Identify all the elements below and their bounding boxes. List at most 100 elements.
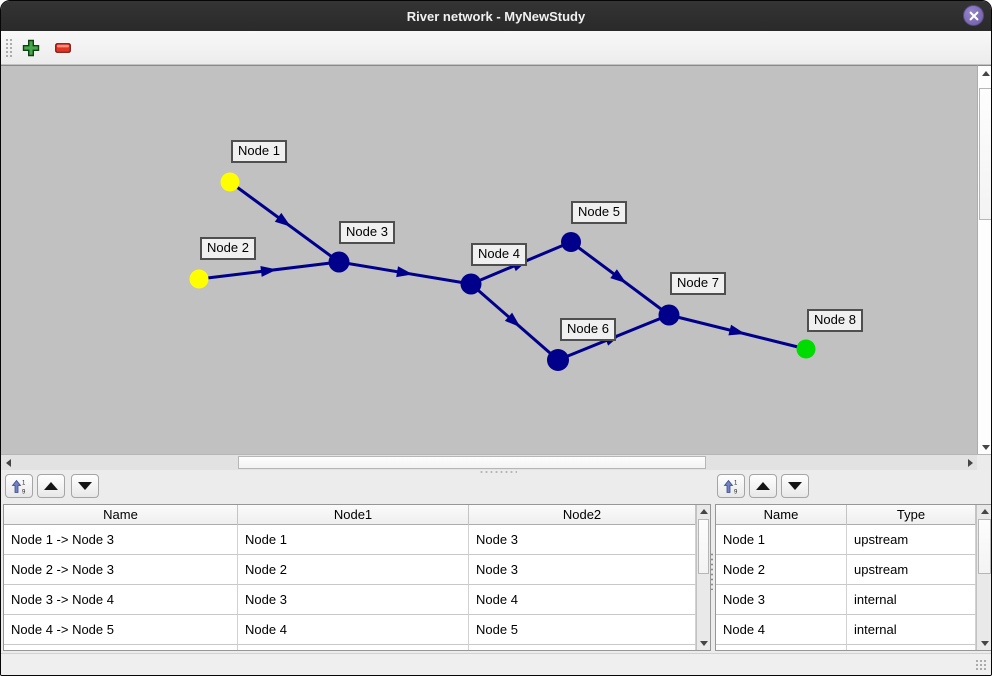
flow-arrow-icon (610, 269, 627, 284)
minus-icon (55, 43, 71, 53)
node-node-1[interactable] (220, 172, 240, 192)
toolbar-drag-handle[interactable] (5, 38, 14, 59)
table-cell: Node 1 (238, 525, 469, 555)
svg-text:9: 9 (734, 489, 738, 494)
flow-arrow-icon (274, 212, 291, 227)
scrollbar-thumb[interactable] (978, 519, 991, 574)
canvas-horizontal-scrollbar[interactable] (1, 454, 977, 470)
status-bar (1, 653, 991, 675)
table-cell: internal (846, 585, 976, 615)
table-cell (847, 645, 976, 650)
column-header-node1[interactable]: Node1 (238, 505, 469, 525)
scroll-down-arrow-icon[interactable] (978, 440, 991, 454)
node-node-5[interactable] (561, 232, 581, 252)
scroll-up-arrow-icon[interactable] (977, 505, 991, 518)
table-cell: internal (846, 615, 976, 645)
table-cell: Node 3 -> Node 4 (4, 585, 238, 615)
node-label-node-5[interactable]: Node 5 (571, 201, 627, 224)
table-cell: Node 3 (469, 525, 696, 555)
links-sort-button[interactable]: 1 9 (5, 474, 33, 498)
canvas-vertical-scrollbar[interactable] (977, 65, 991, 454)
flow-arrow-icon (396, 266, 413, 278)
scroll-up-arrow-icon[interactable] (697, 505, 710, 518)
scroll-down-arrow-icon[interactable] (697, 637, 710, 650)
column-header-name[interactable]: Name (716, 505, 847, 525)
node-label-node-2[interactable]: Node 2 (200, 237, 256, 260)
nodes-table-scrollbar[interactable] (976, 505, 991, 650)
scrollbar-thumb[interactable] (238, 456, 706, 469)
titlebar[interactable]: River network - MyNewStudy (1, 1, 991, 31)
horizontal-splitter-handle[interactable] (479, 470, 517, 474)
table-cell: Node 3 (238, 585, 469, 615)
table-cell: Node 1 -> Node 3 (4, 525, 238, 555)
resize-grip[interactable] (975, 659, 988, 672)
vertical-splitter-handle[interactable] (710, 552, 714, 590)
node-node-8[interactable] (796, 339, 816, 359)
links-table-scrollbar[interactable] (696, 505, 710, 650)
up-arrow-icon (756, 482, 770, 490)
vertical-splitter[interactable] (710, 470, 714, 653)
table-row[interactable] (4, 645, 696, 650)
column-header-name[interactable]: Name (4, 505, 238, 525)
links-move-down-button[interactable] (71, 474, 99, 498)
scroll-left-arrow-icon[interactable] (1, 455, 15, 470)
table-cell: Node 4 (238, 615, 469, 645)
links-move-up-button[interactable] (37, 474, 65, 498)
column-header-node2[interactable]: Node2 (469, 505, 696, 525)
node-node-2[interactable] (189, 269, 209, 289)
remove-node-button[interactable] (51, 36, 75, 60)
table-cell: Node 2 (716, 555, 847, 585)
network-canvas[interactable]: Node 1 Node 2 Node 3 Node 4 Node 5 Node 6 Node… (1, 65, 977, 454)
close-button[interactable] (963, 5, 984, 26)
nodes-move-down-button[interactable] (781, 474, 809, 498)
scrollbar-thumb[interactable] (979, 88, 991, 220)
table-cell: Node 2 -> Node 3 (4, 555, 238, 585)
scrollbar-corner (977, 454, 991, 470)
scroll-right-arrow-icon[interactable] (963, 455, 977, 470)
flow-arrow-icon (728, 324, 746, 336)
add-node-button[interactable] (19, 36, 43, 60)
table-cell: Node 3 (469, 555, 696, 585)
up-arrow-icon (44, 482, 58, 490)
sort-ascending-icon: 1 9 (11, 479, 26, 494)
node-node-6[interactable] (547, 349, 569, 371)
flow-arrow-icon (260, 266, 277, 277)
column-header-type[interactable]: Type (847, 505, 976, 525)
scrollbar-thumb[interactable] (698, 519, 709, 574)
node-label-node-7[interactable]: Node 7 (670, 272, 726, 295)
window-title: River network - MyNewStudy (406, 8, 586, 24)
node-label-node-3[interactable]: Node 3 (339, 221, 395, 244)
nodes-move-up-button[interactable] (749, 474, 777, 498)
node-node-4[interactable] (460, 273, 482, 295)
sort-ascending-icon: 1 9 (723, 479, 738, 494)
down-arrow-icon (78, 482, 92, 490)
scroll-down-arrow-icon[interactable] (977, 637, 991, 650)
table-cell: Node 4 -> Node 5 (4, 615, 238, 645)
table-cell: Node 4 (469, 585, 696, 615)
down-arrow-icon (788, 482, 802, 490)
table-row[interactable] (716, 645, 976, 650)
scroll-up-arrow-icon[interactable] (978, 66, 991, 80)
node-label-node-4[interactable]: Node 4 (471, 243, 527, 266)
nodes-sort-button[interactable]: 1 9 (717, 474, 745, 498)
node-label-node-6[interactable]: Node 6 (560, 318, 616, 341)
node-label-node-8[interactable]: Node 8 (807, 309, 863, 332)
node-label-node-1[interactable]: Node 1 (231, 140, 287, 163)
table-cell: Node 5 (469, 615, 696, 645)
node-node-3[interactable] (328, 251, 350, 273)
node-node-7[interactable] (658, 304, 680, 326)
